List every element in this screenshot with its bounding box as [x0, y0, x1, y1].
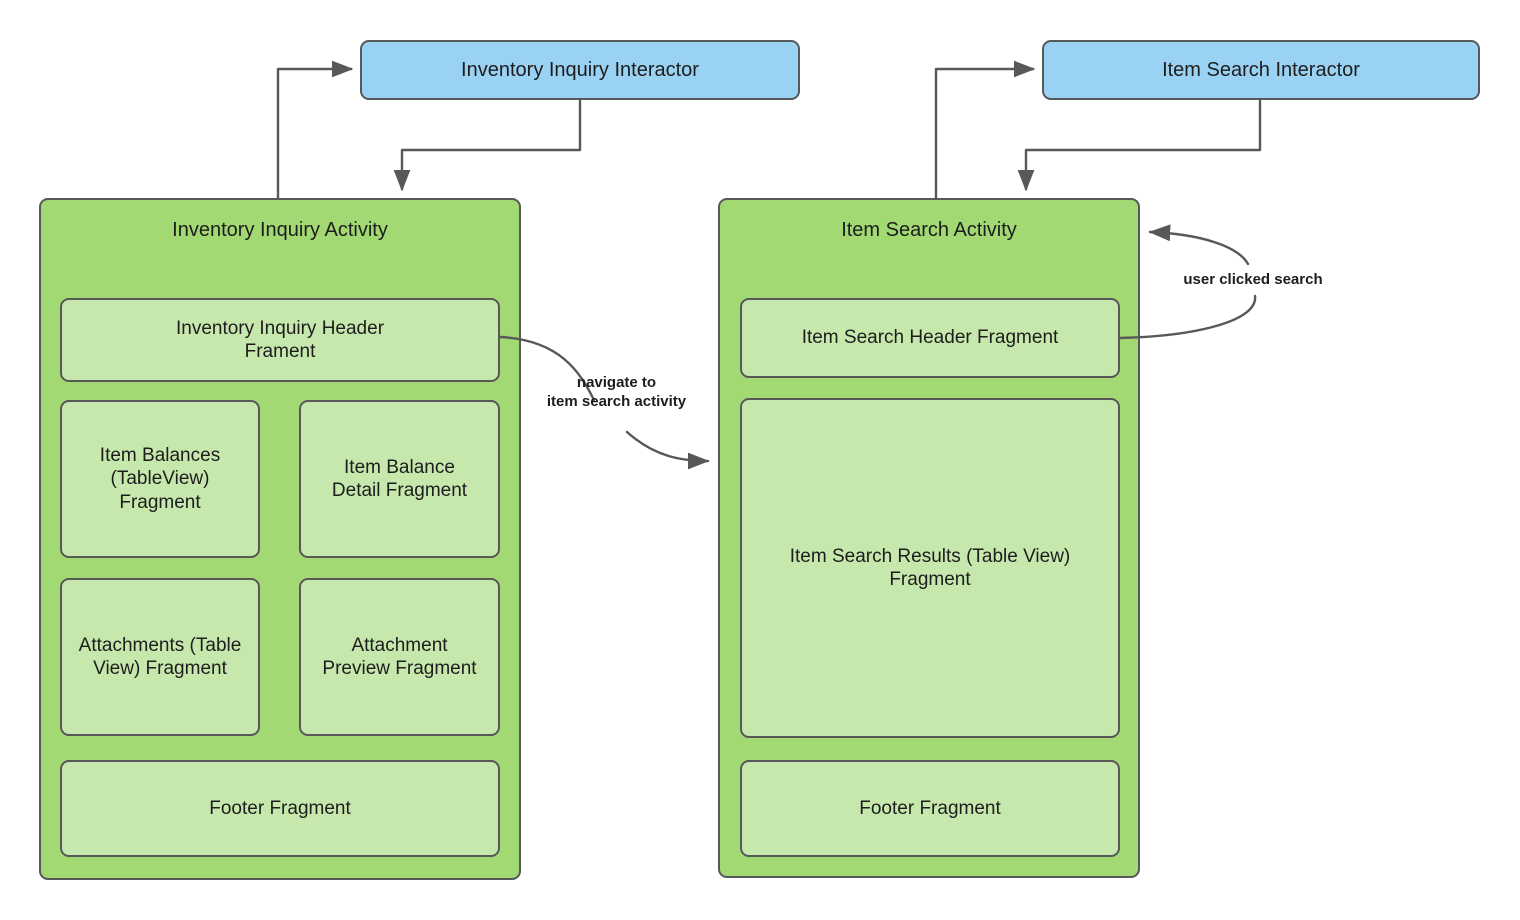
fragment-item-search-header-label: Item Search Header Fragment — [801, 327, 1059, 349]
interactor-item-search-label: Item Search Interactor — [1162, 58, 1360, 81]
edge-inventory-interactor-to-activity — [393, 99, 582, 192]
edge-inventory-activity-to-interactor — [276, 60, 354, 198]
fragment-item-search-footer[interactable]: Footer Fragment — [740, 760, 1120, 857]
fragment-inventory-inquiry-footer[interactable]: Footer Fragment — [60, 760, 500, 857]
edge-label-navigate-to-item-search-activity: navigate to item search activity — [546, 374, 687, 411]
fragment-item-balance-detail[interactable]: Item Balance Detail Fragment — [299, 400, 500, 558]
fragment-item-balances-tableview-label: Item Balances (TableView) Fragment — [99, 445, 221, 513]
fragment-item-search-header[interactable]: Item Search Header Fragment — [740, 298, 1120, 378]
fragment-item-search-footer-label: Footer Fragment — [859, 797, 1001, 819]
interactor-item-search[interactable]: Item Search Interactor — [1042, 40, 1480, 100]
edge-item-search-interactor-to-activity — [1017, 99, 1262, 192]
edge-item-search-header-to-activity-tail — [1148, 224, 1250, 266]
fragment-inventory-inquiry-header[interactable]: Inventory Inquiry Header Frament — [60, 298, 500, 382]
fragment-item-balances-tableview[interactable]: Item Balances (TableView) Fragment — [60, 400, 260, 558]
activity-item-search-title: Item Search Activity — [841, 219, 1017, 241]
fragment-item-balance-detail-label: Item Balance Detail Fragment — [331, 456, 468, 501]
fragment-attachments-tableview-label: Attachments (Table View) Fragment — [78, 634, 242, 679]
fragment-attachment-preview-label: Attachment Preview Fragment — [322, 634, 477, 679]
edge-label-user-clicked-search: user clicked search — [1183, 271, 1323, 288]
edge-item-search-activity-to-interactor — [934, 60, 1036, 198]
fragment-item-search-results-tableview-label: Item Search Results (Table View) Fragmen… — [789, 545, 1071, 590]
activity-inventory-inquiry-title: Inventory Inquiry Activity — [172, 219, 388, 241]
fragment-inventory-inquiry-header-label: Inventory Inquiry Header Frament — [175, 317, 385, 362]
fragment-item-search-results-tableview[interactable]: Item Search Results (Table View) Fragmen… — [740, 398, 1120, 738]
edge-item-search-header-to-activity — [1118, 294, 1257, 340]
fragment-attachment-preview[interactable]: Attachment Preview Fragment — [299, 578, 500, 736]
fragment-inventory-inquiry-footer-label: Footer Fragment — [209, 797, 351, 819]
interactor-inventory-inquiry-label: Inventory Inquiry Interactor — [461, 58, 699, 81]
edge-inventory-header-to-item-search-results-tail — [625, 430, 710, 470]
fragment-attachments-tableview[interactable]: Attachments (Table View) Fragment — [60, 578, 260, 736]
interactor-inventory-inquiry[interactable]: Inventory Inquiry Interactor — [360, 40, 800, 100]
